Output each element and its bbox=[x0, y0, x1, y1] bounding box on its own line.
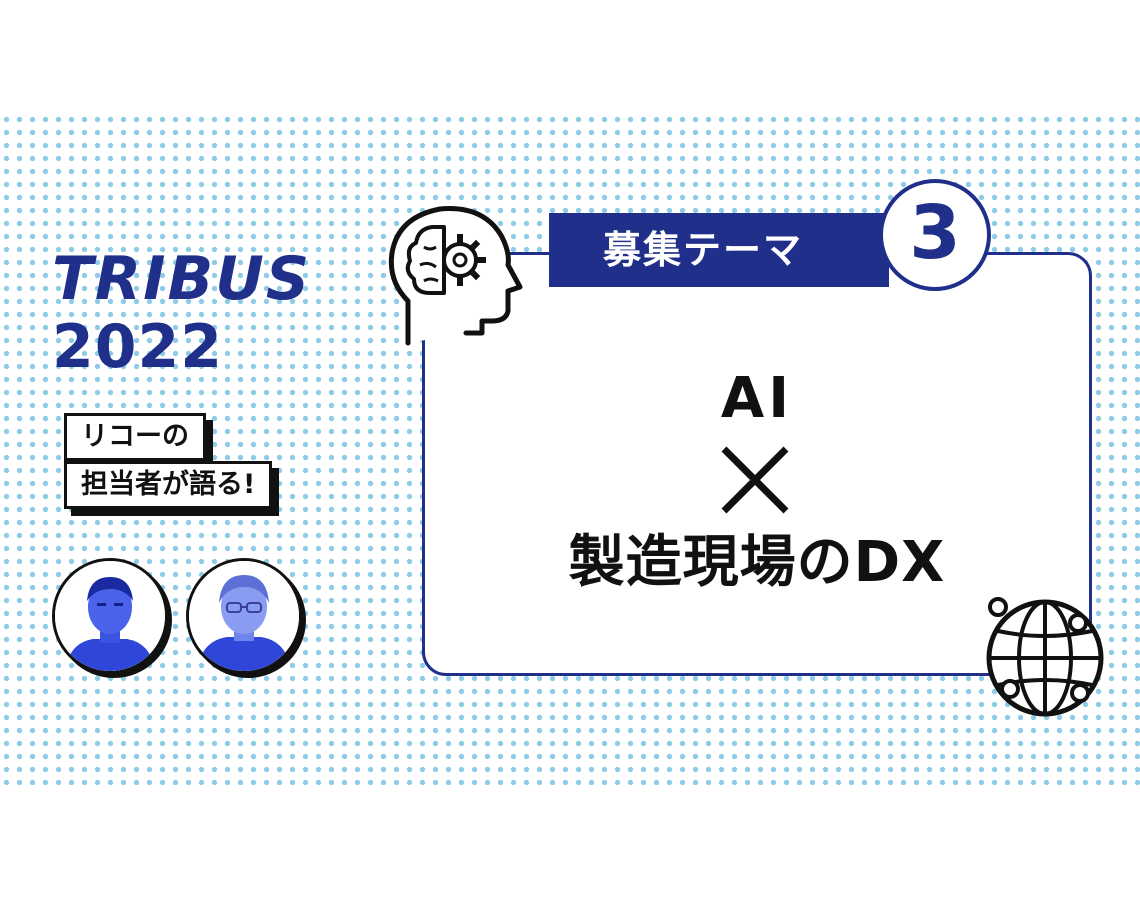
avatar-speaker-1 bbox=[52, 558, 168, 674]
avatar-speaker-2 bbox=[186, 558, 302, 674]
person-photo-icon bbox=[55, 561, 165, 671]
banner: TRIBUS 2022 リコーの 担当者が語る! 募集テーマ 3 AI bbox=[0, 113, 1140, 785]
logo-year: 2022 bbox=[52, 312, 223, 382]
cross-icon bbox=[721, 446, 789, 514]
theme-number-badge: 3 bbox=[879, 179, 991, 291]
tribus-logo: TRIBUS 2022 bbox=[52, 249, 311, 377]
theme-line-dx: 製造現場のDX bbox=[568, 530, 946, 595]
brain-gear-icon bbox=[388, 206, 523, 346]
person-photo-icon bbox=[189, 561, 299, 671]
logo-title: TRIBUS bbox=[52, 244, 312, 314]
theme-line-ai: AI bbox=[720, 366, 794, 431]
tagline-line-1: リコーの bbox=[64, 413, 206, 461]
theme-header: 募集テーマ bbox=[549, 213, 889, 287]
tagline-line-2: 担当者が語る! bbox=[64, 461, 273, 509]
theme-card bbox=[422, 252, 1092, 676]
globe-network-icon bbox=[986, 597, 1104, 717]
